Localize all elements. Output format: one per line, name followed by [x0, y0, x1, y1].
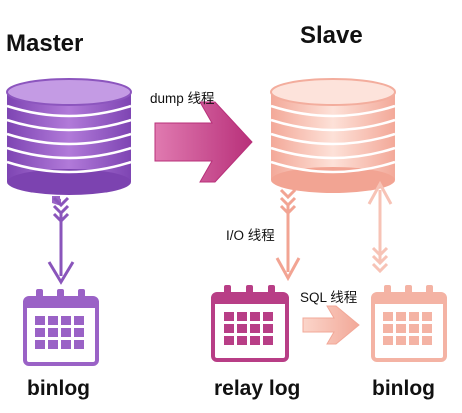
master-binlog-icon	[23, 289, 99, 366]
master-database-icon	[6, 78, 132, 195]
relay-log-label: relay log	[214, 377, 301, 400]
slave-label: Slave	[300, 22, 363, 49]
io-down-arrow-icon	[275, 188, 301, 282]
slave-up-arrow-icon	[367, 180, 393, 274]
dump-thread-label: dump 线程	[150, 91, 215, 106]
sql-thread-label: SQL 线程	[300, 290, 358, 305]
master-label: Master	[6, 30, 84, 57]
master-down-arrow-icon	[47, 196, 75, 285]
relay-log-icon	[211, 285, 289, 362]
dump-arrow-icon	[154, 101, 253, 183]
slave-database-icon	[270, 78, 396, 193]
io-thread-label: I/O 线程	[226, 228, 275, 243]
slave-binlog-icon	[371, 285, 447, 362]
sql-arrow-icon	[302, 305, 360, 345]
master-binlog-label: binlog	[27, 377, 90, 400]
slave-binlog-label: binlog	[372, 377, 435, 400]
